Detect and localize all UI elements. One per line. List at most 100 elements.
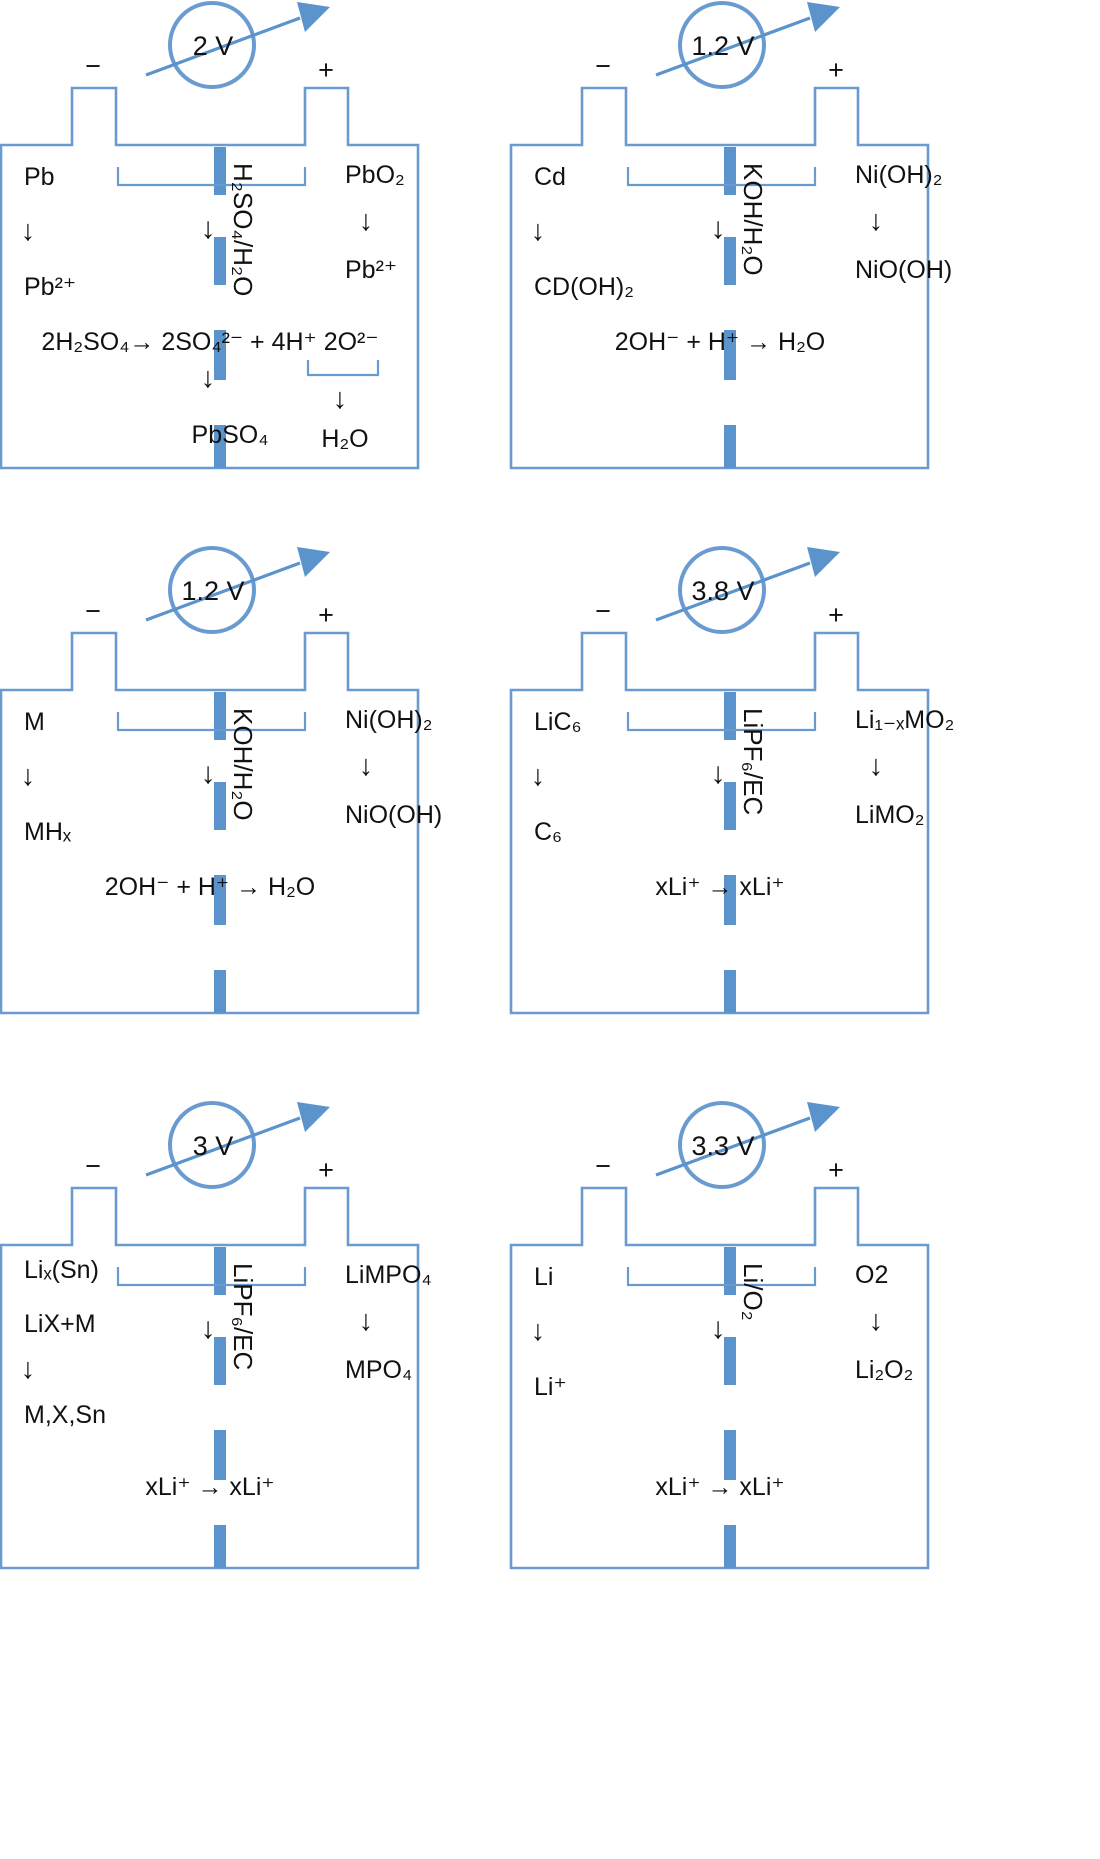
reaction-equation: xLi⁺ → xLi⁺ (655, 873, 784, 901)
reaction-equation: xLi⁺ → xLi⁺ (655, 1473, 784, 1501)
voltmeter-arrowhead (297, 2, 330, 32)
anode-arrow: ↓ (21, 1353, 36, 1385)
separator-segment (724, 875, 736, 925)
voltmeter-arrowhead (297, 547, 330, 577)
voltmeter-arrowhead (807, 1102, 840, 1132)
separator-segment (214, 782, 226, 830)
anode-species: LiX+M (24, 1310, 96, 1338)
cathode-species: MPO₄ (345, 1356, 412, 1384)
separator-segment (214, 875, 226, 925)
water-bracket (306, 360, 380, 377)
positive-terminal-sign: + (828, 55, 844, 85)
separator-segment (214, 1247, 226, 1295)
anode-species: LiC₆ (534, 708, 582, 736)
separator-segment (214, 1337, 226, 1385)
cell-casing (0, 1186, 420, 1570)
bracket-down-arrow: ↓ (201, 757, 216, 790)
electrode-bracket (626, 167, 817, 187)
separator-segment (724, 330, 736, 380)
separator-segment (214, 1525, 226, 1568)
anode-arrow: ↓ (531, 1315, 546, 1347)
cathode-arrow: ↓ (359, 750, 374, 782)
anode-arrow: ↓ (21, 760, 36, 792)
reaction-equation: xLi⁺ → xLi⁺ (145, 1473, 274, 1501)
negative-terminal-sign: − (85, 1151, 101, 1181)
voltmeter-arrowhead (807, 547, 840, 577)
negative-terminal-sign: − (595, 51, 611, 81)
negative-terminal-sign: − (85, 596, 101, 626)
cathode-species: Li₂O₂ (855, 1356, 913, 1384)
anode-arrow: ↓ (531, 215, 546, 247)
electrolyte-label: KOH/H₂O (228, 708, 258, 821)
voltmeter (678, 546, 766, 634)
battery-cell-3: −+1.2 VKOH/H₂O↓M↓MHₓNi(OH)₂↓NiO(OH)2OH⁻ … (0, 546, 442, 1015)
voltmeter (678, 1, 766, 89)
cell-casing (0, 86, 420, 470)
cell-casing (509, 631, 930, 1015)
separator-segment (724, 970, 736, 1013)
separator-segment (724, 425, 736, 468)
anode-arrow: ↓ (531, 760, 546, 792)
cathode-species: NiO(OH) (855, 256, 952, 284)
positive-terminal-sign: + (318, 55, 334, 85)
voltage-label: 1.2 V (691, 31, 754, 61)
voltmeter-needle (145, 561, 301, 622)
separator-segment (724, 237, 736, 285)
bracket-down-arrow: ↓ (711, 757, 726, 790)
electrode-bracket (626, 1267, 817, 1287)
cathode-arrow: ↓ (359, 205, 374, 237)
bracket-down-arrow: ↓ (711, 212, 726, 245)
separator-segment (214, 1430, 226, 1480)
anode-species: Pb (24, 163, 55, 191)
separator-segment (214, 692, 226, 740)
product-water: H₂O (321, 425, 368, 453)
voltage-label: 3 V (193, 1131, 234, 1161)
positive-terminal-sign: + (828, 600, 844, 630)
voltage-label: 1.2 V (181, 576, 244, 606)
voltmeter (168, 546, 256, 634)
anode-arrow: ↓ (21, 215, 36, 247)
voltmeter (168, 1101, 256, 1189)
separator-segment (724, 782, 736, 830)
voltmeter-needle (655, 1116, 811, 1177)
separator-segment (724, 692, 736, 740)
negative-terminal-sign: − (595, 596, 611, 626)
voltage-label: 3.3 V (691, 1131, 754, 1161)
bracket-down-arrow: ↓ (201, 1312, 216, 1345)
anode-species: Cd (534, 163, 566, 191)
electrode-bracket (116, 712, 307, 732)
electrolyte-label: LiPF₆/EC (738, 708, 768, 815)
electrode-bracket (116, 167, 307, 187)
cathode-species: LiMPO₄ (345, 1261, 432, 1289)
separator-segment (724, 1247, 736, 1295)
electrode-bracket (116, 1267, 307, 1287)
cathode-species: Ni(OH)₂ (345, 706, 432, 734)
battery-cell-4: −+3.8 VLiPF₆/EC↓LiC₆↓C₆Li₁₋ₓMO₂↓LiMO₂xLi… (509, 546, 954, 1015)
voltmeter (678, 1101, 766, 1189)
voltage-label: 2 V (193, 31, 234, 61)
voltmeter-arrowhead (807, 2, 840, 32)
cathode-species: O2 (855, 1261, 888, 1289)
separator-segment (214, 147, 226, 195)
separator-segment (214, 970, 226, 1013)
electrolyte-label: Li/O₂ (738, 1263, 768, 1321)
electrolyte-label: LiPF₆/EC (228, 1263, 258, 1370)
separator-segment (724, 147, 736, 195)
electrolyte-label: KOH/H₂O (738, 163, 768, 276)
voltmeter-needle (655, 561, 811, 622)
anode-species: C₆ (534, 818, 562, 846)
cell-casing (509, 1186, 930, 1570)
separator-segment (724, 1337, 736, 1385)
anode-species: Li (534, 1263, 553, 1291)
anode-species: M,X,Sn (24, 1401, 106, 1429)
cathode-arrow: ↓ (869, 1305, 884, 1337)
electrode-bracket (626, 712, 817, 732)
reaction-equation: 2OH⁻ + H⁺ → H₂O (615, 328, 825, 356)
reaction-equation: 2H₂SO₄→ 2SO₄²⁻ + 4H⁺ 2O²⁻ (41, 328, 378, 356)
positive-terminal-sign: + (318, 1155, 334, 1185)
negative-terminal-sign: − (595, 1151, 611, 1181)
sulfate-arrow: ↓ (201, 362, 216, 394)
cathode-species: Pb²⁺ (345, 256, 397, 284)
